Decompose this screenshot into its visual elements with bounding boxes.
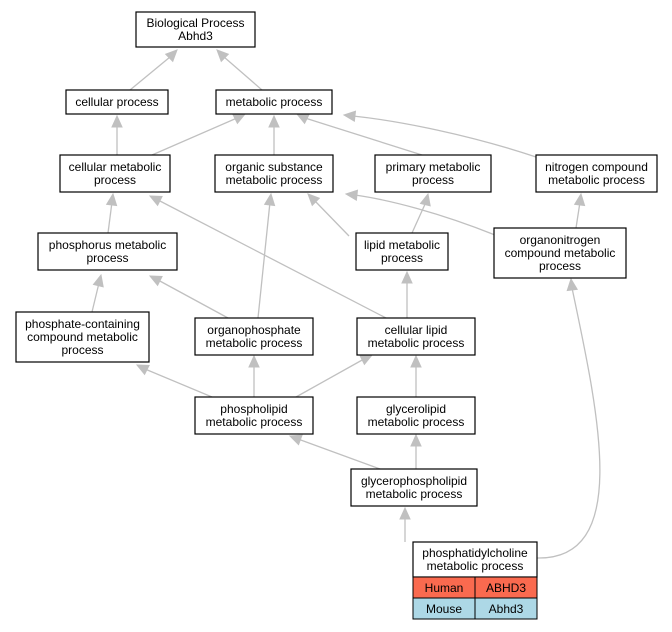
go-term-node-cp[interactable]: cellular process bbox=[65, 89, 169, 115]
go-term-label: nitrogen compound bbox=[545, 160, 648, 174]
edge-arrow bbox=[248, 354, 260, 397]
go-term-label: metabolic process bbox=[206, 415, 303, 429]
species-row: Human ABHD3 bbox=[412, 576, 538, 599]
go-term-label: metabolic process bbox=[206, 336, 303, 350]
species-name: Human bbox=[425, 581, 464, 595]
edge-arrow bbox=[268, 114, 280, 155]
go-term-label: phospholipid bbox=[220, 402, 287, 416]
edge-arrow bbox=[344, 189, 496, 236]
edge-arrow bbox=[91, 273, 104, 313]
edge-arrow bbox=[129, 49, 178, 91]
species-name: Mouse bbox=[426, 602, 462, 616]
go-term-label: phosphate-containing bbox=[25, 317, 140, 331]
edge-arrow bbox=[288, 434, 381, 470]
go-term-label: metabolic process bbox=[368, 415, 465, 429]
go-term-node-mp[interactable]: metabolic process bbox=[215, 89, 333, 115]
go-term-label: cellular metabolic bbox=[69, 160, 162, 174]
go-term-label: lipid metabolic bbox=[364, 238, 440, 252]
go-term-label: process bbox=[94, 173, 136, 187]
go-term-label: organophosphate bbox=[207, 323, 301, 337]
gene-name: ABHD3 bbox=[486, 581, 526, 595]
edge-arrow bbox=[216, 49, 263, 91]
edge-arrow bbox=[573, 192, 586, 229]
go-term-label: process bbox=[412, 173, 454, 187]
graph-edges bbox=[91, 49, 601, 559]
go-term-label: process bbox=[61, 343, 103, 357]
go-term-label: glycerolipid bbox=[386, 402, 446, 416]
edge-arrow bbox=[148, 195, 387, 319]
edge-arrow bbox=[536, 277, 601, 559]
go-term-label: cellular lipid bbox=[385, 323, 448, 337]
edge-arrow bbox=[295, 113, 423, 156]
edge-arrow bbox=[105, 192, 118, 234]
go-term-label: Biological Process bbox=[146, 16, 244, 30]
edge-arrow bbox=[410, 433, 422, 469]
go-term-label: glycerophospholipid bbox=[361, 474, 467, 488]
go-term-label: metabolic process bbox=[427, 559, 524, 573]
edge-arrow bbox=[342, 110, 537, 158]
edge-arrow bbox=[148, 275, 229, 319]
go-term-label: organic substance bbox=[225, 160, 323, 174]
edge-arrow bbox=[411, 192, 431, 234]
go-term-label: metabolic process bbox=[548, 173, 645, 187]
go-term-label: Abhd3 bbox=[178, 29, 213, 43]
go-term-label: primary metabolic bbox=[386, 160, 481, 174]
edge-arrow bbox=[257, 192, 276, 319]
go-term-label: process bbox=[86, 251, 128, 265]
go-term-label: compound metabolic bbox=[505, 246, 616, 260]
go-term-label: metabolic process bbox=[226, 95, 323, 109]
edge-arrow bbox=[399, 506, 411, 542]
go-term-label: phosphatidylcholine bbox=[422, 546, 528, 560]
edge-arrow bbox=[410, 354, 422, 397]
go-term-label: process bbox=[539, 259, 581, 273]
go-term-label: metabolic process bbox=[226, 173, 323, 187]
edge-arrow bbox=[111, 114, 123, 155]
species-row: Mouse Abhd3 bbox=[412, 597, 538, 620]
go-term-label: compound metabolic bbox=[27, 330, 138, 344]
go-term-label: process bbox=[381, 251, 423, 265]
edge-arrow bbox=[401, 270, 413, 318]
go-term-label: phosphorus metabolic bbox=[49, 238, 166, 252]
go-term-label: organonitrogen bbox=[520, 233, 601, 247]
edge-arrow bbox=[135, 364, 213, 398]
edge-arrow bbox=[307, 193, 350, 237]
go-term-label: cellular process bbox=[75, 95, 158, 109]
gene-name: Abhd3 bbox=[489, 602, 524, 616]
edge-arrow bbox=[295, 354, 374, 398]
edge-arrow bbox=[151, 113, 247, 156]
go-term-label: metabolic process bbox=[366, 487, 463, 501]
go-term-label: metabolic process bbox=[368, 336, 465, 350]
